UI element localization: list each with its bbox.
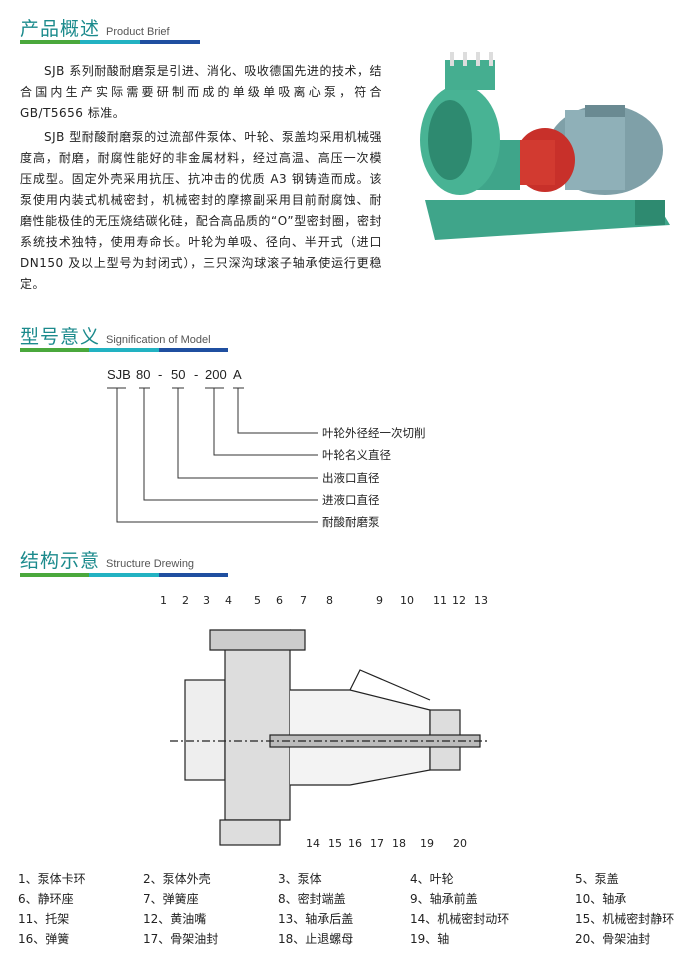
part-item: 10、轴承 xyxy=(575,892,627,906)
callout-number: 16 xyxy=(348,837,362,850)
part-item: 12、黄油嘴 xyxy=(143,912,207,926)
part-item: 13、轴承后盖 xyxy=(278,912,354,926)
part-item: 14、机械密封动环 xyxy=(410,912,510,926)
callout-number: 13 xyxy=(474,594,488,607)
heading-underline xyxy=(20,40,200,44)
part-item: 2、泵体外壳 xyxy=(143,872,211,886)
meaning-label: 叶轮外径经一次切削 xyxy=(322,426,426,440)
callout-number: 5 xyxy=(254,594,261,607)
callout-number: 6 xyxy=(276,594,283,607)
part-item: 1、泵体卡环 xyxy=(18,872,86,886)
callout-number: 3 xyxy=(203,594,210,607)
meaning-label: 进液口直径 xyxy=(322,493,380,507)
callout-number: 14 xyxy=(306,837,320,850)
section-heading-brief: 产品概述 Product Brief xyxy=(20,14,170,41)
meaning-label: 出液口直径 xyxy=(322,471,380,485)
heading-underline xyxy=(20,348,228,352)
callout-number: 10 xyxy=(400,594,414,607)
heading-en: Signification of Model xyxy=(106,334,211,346)
structure-drawing: 1 2 3 4 5 6 7 8 9 10 11 12 13 14 15 16 1… xyxy=(160,594,490,850)
code-dash: - xyxy=(194,367,199,382)
part-item: 8、密封端盖 xyxy=(278,892,346,906)
intro-paragraph: SJB 型耐酸耐磨泵的过流部件泵体、叶轮、泵盖均采用机械强度高，耐磨，耐腐性能好… xyxy=(20,130,382,291)
code-cut: A xyxy=(233,367,242,382)
part-item: 3、泵体 xyxy=(278,872,322,886)
intro-text: SJB 系列耐酸耐磨泵是引进、消化、吸收德国先进的技术，结合国内生产实际需要研制… xyxy=(20,61,382,295)
part-item: 4、叶轮 xyxy=(410,872,454,886)
part-item: 18、止退螺母 xyxy=(278,932,354,946)
heading-cn: 产品概述 xyxy=(20,18,101,40)
code-outlet: 50 xyxy=(171,367,186,382)
part-item: 11、托架 xyxy=(18,912,70,926)
part-item: 19、轴 xyxy=(410,932,450,946)
callout-number: 9 xyxy=(376,594,383,607)
callout-number: 11 xyxy=(433,594,447,607)
intro-paragraph: SJB 系列耐酸耐磨泵是引进、消化、吸收德国先进的技术，结合国内生产实际需要研制… xyxy=(20,64,382,120)
heading-underline xyxy=(20,573,228,577)
model-leader-lines xyxy=(107,387,318,523)
section-heading-model: 型号意义 Signification of Model xyxy=(20,322,211,349)
part-item: 20、骨架油封 xyxy=(575,932,651,946)
section-heading-structure: 结构示意 Structure Drewing xyxy=(20,546,194,573)
heading-en: Structure Drewing xyxy=(106,558,195,570)
callout-number: 15 xyxy=(328,837,342,850)
callout-number: 17 xyxy=(370,837,384,850)
callout-number: 20 xyxy=(453,837,467,850)
pump-product-photo xyxy=(420,52,670,240)
heading-en: Product Brief xyxy=(106,26,170,38)
callout-number: 19 xyxy=(420,837,434,850)
heading-cn: 型号意义 xyxy=(20,326,101,348)
callout-number: 4 xyxy=(225,594,232,607)
meaning-label: 叶轮名义直径 xyxy=(322,448,391,462)
part-item: 17、骨架油封 xyxy=(143,932,219,946)
part-item: 9、轴承前盖 xyxy=(410,892,478,906)
part-item: 6、静环座 xyxy=(18,892,74,906)
code-series: SJB xyxy=(107,367,131,382)
heading-cn: 结构示意 xyxy=(20,550,101,572)
model-code-diagram: SJB 80 - 50 - 200 A 叶轮外径经一次切削 叶轮名义直径 出液口… xyxy=(0,360,700,540)
callout-number: 18 xyxy=(392,837,406,850)
callout-number: 2 xyxy=(182,594,189,607)
callout-number: 12 xyxy=(452,594,466,607)
meaning-label: 耐酸耐磨泵 xyxy=(322,515,380,529)
part-item: 5、泵盖 xyxy=(575,872,619,886)
part-item: 7、弹簧座 xyxy=(143,892,199,906)
code-dash: - xyxy=(158,367,163,382)
callout-number: 7 xyxy=(300,594,307,607)
callout-number: 8 xyxy=(326,594,333,607)
code-inlet: 80 xyxy=(136,367,151,382)
part-item: 16、弹簧 xyxy=(18,932,70,946)
callout-number: 1 xyxy=(160,594,167,607)
code-impeller: 200 xyxy=(205,367,227,382)
part-item: 15、机械密封静环 xyxy=(575,912,675,926)
